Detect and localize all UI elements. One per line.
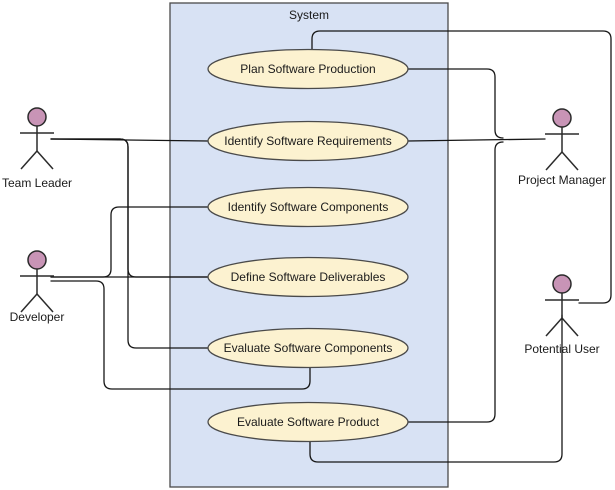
- usecase-ellipse[interactable]: [207, 327, 409, 369]
- actor-project-manager[interactable]: Project Manager: [518, 108, 606, 187]
- association-project-manager--identify-software-requirements[interactable]: [407, 138, 546, 142]
- associations-layer: [50, 30, 612, 463]
- actor-right-leg: [36, 150, 54, 170]
- actor-right-leg: [561, 151, 579, 171]
- usecase-ellipse[interactable]: [207, 401, 409, 443]
- usecase-plan-software-production[interactable]: Plan Software Production: [207, 48, 409, 90]
- actor-head: [27, 250, 47, 270]
- actor-team-leader[interactable]: Team Leader: [2, 107, 72, 190]
- actor-label: Developer: [10, 310, 65, 324]
- association-developer--evaluate-software-components[interactable]: [50, 280, 311, 390]
- usecase-ellipse[interactable]: [207, 186, 409, 228]
- usecase-identify-software-requirements[interactable]: Identify Software Requirements: [207, 120, 409, 162]
- actor-left-leg: [20, 150, 38, 170]
- actor-label: Potential User: [524, 342, 599, 356]
- actor-label: Project Manager: [518, 173, 606, 187]
- usecase-evaluate-software-components[interactable]: Evaluate Software Components: [207, 327, 409, 369]
- actor-left-leg: [545, 151, 563, 171]
- association-team-leader--evaluate-software-components[interactable]: [50, 138, 209, 349]
- actor-developer[interactable]: Developer: [10, 250, 65, 324]
- association-developer--identify-software-components[interactable]: [50, 206, 209, 278]
- association-project-manager--evaluate-software-product[interactable]: [407, 141, 504, 423]
- usecase-define-software-deliverables[interactable]: Define Software Deliverables: [207, 256, 409, 298]
- actor-head: [552, 108, 572, 128]
- actor-right-leg: [36, 293, 54, 313]
- actor-head: [552, 274, 572, 294]
- usecase-identify-software-components[interactable]: Identify Software Components: [207, 186, 409, 228]
- usecase-ellipse[interactable]: [207, 48, 409, 90]
- usecase-label: Evaluate Software Product: [237, 415, 380, 429]
- actor-potential-user[interactable]: Potential User: [524, 274, 600, 356]
- usecase-ellipse[interactable]: [207, 120, 409, 162]
- usecase-label: Plan Software Production: [240, 62, 375, 76]
- actor-right-leg: [561, 317, 579, 337]
- usecase-label: Identify Software Requirements: [224, 134, 391, 148]
- usecase-ellipse[interactable]: [207, 256, 409, 298]
- association-potential-user--evaluate-software-product[interactable]: [309, 314, 563, 463]
- usecase-label: Identify Software Components: [228, 200, 389, 214]
- usecase-label: Evaluate Software Components: [224, 341, 393, 355]
- usecase-evaluate-software-product[interactable]: Evaluate Software Product: [207, 401, 409, 443]
- actor-label: Team Leader: [2, 176, 72, 190]
- association-potential-user--plan-software-production[interactable]: [311, 30, 612, 304]
- association-project-manager--plan-software-production[interactable]: [407, 68, 504, 139]
- system-boundary-title: System: [289, 8, 329, 22]
- actor-head: [27, 107, 47, 127]
- actor-left-leg: [545, 317, 563, 337]
- usecase-label: Define Software Deliverables: [231, 270, 386, 284]
- actor-left-leg: [20, 293, 38, 313]
